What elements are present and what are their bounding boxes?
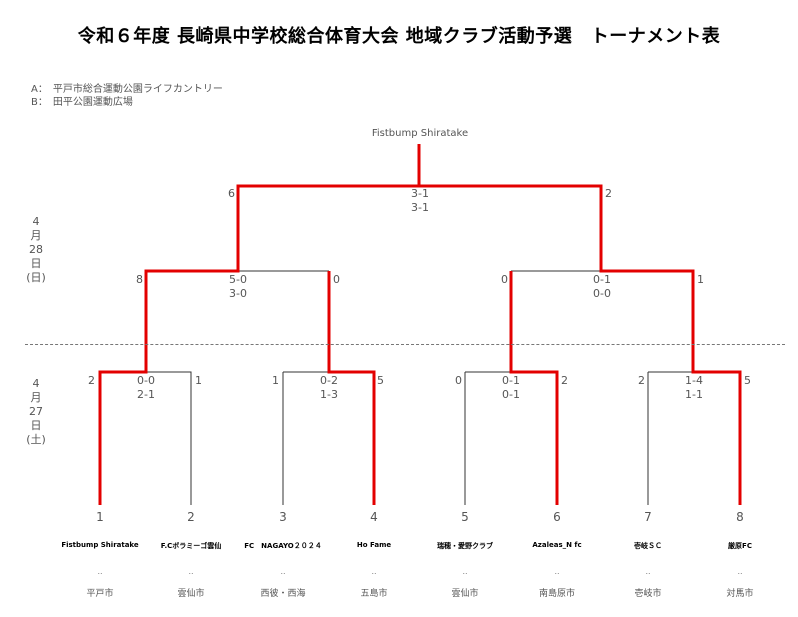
team-dots: .. xyxy=(97,567,103,576)
team-name: 壱岐ＳＣ xyxy=(634,542,662,550)
team-name: FC NAGAYO２０２４ xyxy=(244,542,322,550)
team-city: 平戸市 xyxy=(86,589,114,599)
team-city: 雲仙市 xyxy=(177,589,205,599)
r1m2-period-score: 0-2 1-3 xyxy=(320,374,338,401)
team-dots: .. xyxy=(645,567,651,576)
winner-path-team4 xyxy=(327,271,376,505)
winner-path-team1 xyxy=(98,144,421,505)
team-name: Azaleas_N fc xyxy=(532,541,582,549)
team-city: 西彼・西海 xyxy=(260,589,306,599)
team-number: 7 xyxy=(644,510,652,524)
r1m3-period-score: 0-1 0-1 xyxy=(502,374,520,401)
venue-b: B： 田平公園運動広場 xyxy=(31,97,133,108)
champion-name: Fistbump Shiratake xyxy=(371,128,469,139)
team-dots: .. xyxy=(188,567,194,576)
r1m1-period-score: 0-0 2-1 xyxy=(137,374,155,401)
winner-path-team8 xyxy=(419,184,742,505)
team-city: 五島市 xyxy=(360,589,388,599)
venue-a: A： 平戸市総合運動公園ライフカントリー xyxy=(31,84,223,95)
day-separator xyxy=(25,344,785,345)
r1m2-left-score: 1 xyxy=(272,374,279,387)
final-right-score: 2 xyxy=(605,187,612,200)
team-dots: .. xyxy=(737,567,743,576)
r1m3-right-score: 2 xyxy=(561,374,568,387)
team-dots: .. xyxy=(554,567,560,576)
semi2-period-score: 0-1 0-0 xyxy=(593,273,611,300)
team-number: 2 xyxy=(187,510,195,524)
final-left-score: 6 xyxy=(228,187,235,200)
team-dots: .. xyxy=(371,567,377,576)
r1m4-right-score: 5 xyxy=(744,374,751,387)
r1m4-period-score: 1-4 1-1 xyxy=(685,374,703,401)
r1m3-left-score: 0 xyxy=(455,374,462,387)
final-period-score: 3-1 3-1 xyxy=(411,187,429,214)
r1m1-left-score: 2 xyxy=(88,374,95,387)
team-number: 3 xyxy=(279,510,287,524)
team-city: 南島原市 xyxy=(538,589,576,599)
team-dots: .. xyxy=(462,567,468,576)
team-city: 雲仙市 xyxy=(451,589,479,599)
winner-path-team6 xyxy=(509,271,559,505)
date-day2: 4 月 28 日 (日) xyxy=(26,215,46,284)
team-name: 瑞穂・愛野クラブ xyxy=(437,542,493,550)
r1m1-right-score: 1 xyxy=(195,374,202,387)
team-city: 壱岐市 xyxy=(634,589,662,599)
semi2-right-score: 1 xyxy=(697,273,704,286)
r1m4-left-score: 2 xyxy=(638,374,645,387)
date-day1: 4 月 27 日 (土) xyxy=(26,377,46,446)
team-city: 対馬市 xyxy=(726,589,754,599)
team-name: 厳原FC xyxy=(728,542,752,550)
r1m2-right-score: 5 xyxy=(377,374,384,387)
team-name: Fistbump Shiratake xyxy=(61,541,139,549)
semi2-left-score: 0 xyxy=(501,273,508,286)
team-number: 8 xyxy=(736,510,744,524)
team-number: 1 xyxy=(96,510,104,524)
semi1-left-score: 8 xyxy=(136,273,143,286)
team-number: 4 xyxy=(370,510,378,524)
team-number: 5 xyxy=(461,510,469,524)
team-name: F.Cボラミーゴ雲仙 xyxy=(160,542,222,550)
page-title: 令和６年度 長崎県中学校総合体育大会 地域クラブ活動予選 トーナメント表 xyxy=(77,26,721,47)
team-dots: .. xyxy=(280,567,286,576)
team-name: Ho Fame xyxy=(356,541,392,549)
team-number: 6 xyxy=(553,510,561,524)
semi1-right-score: 0 xyxy=(333,273,340,286)
semi1-period-score: 5-0 3-0 xyxy=(229,273,247,300)
